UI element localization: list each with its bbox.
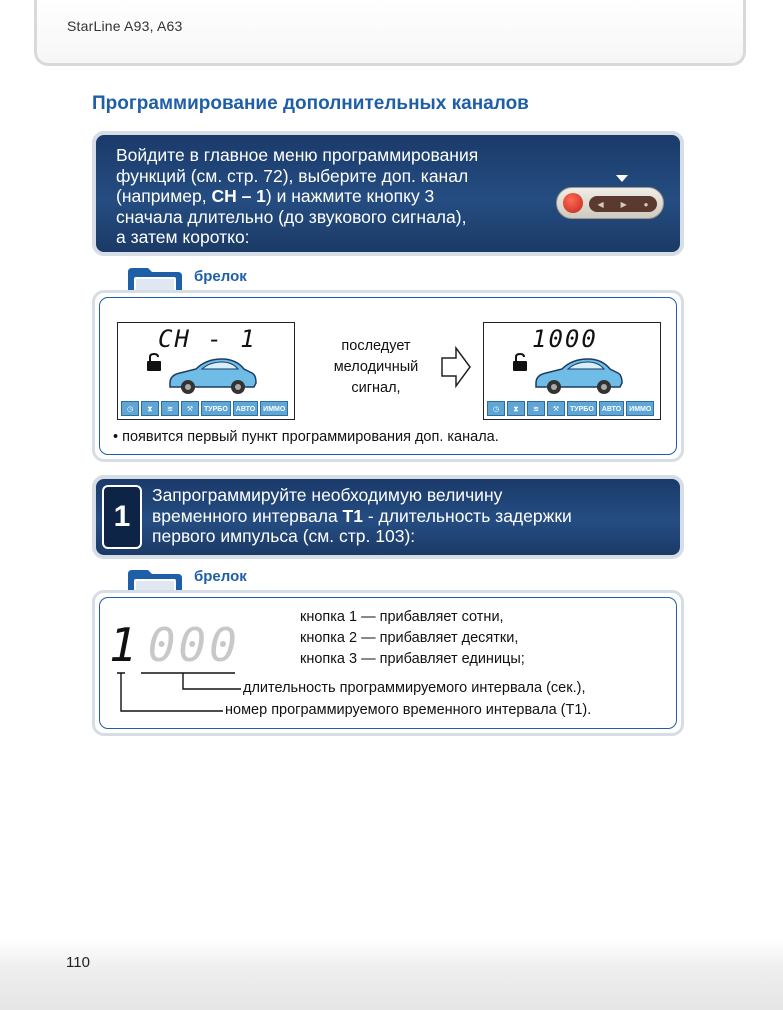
step-number-badge: 1: [102, 485, 142, 549]
page-header: StarLine A93, A63: [34, 0, 746, 66]
arrow-right-icon: [441, 346, 471, 388]
unlock-icon: [147, 353, 161, 371]
clock-icon: ◷: [487, 401, 505, 416]
result-note: • появится первый пункт программирования…: [113, 429, 499, 445]
key-fob-button-icon: ◀▶●: [556, 187, 664, 219]
intro-line-1: Войдите в главное меню программирования: [116, 145, 479, 165]
step-1-line-1: Запрограммируйте необходимую величину: [152, 485, 503, 505]
lcd-readout-value: 1000: [532, 325, 598, 353]
engine-icon: ≋: [161, 401, 179, 416]
hourglass-icon: ⧗: [507, 401, 525, 416]
unlock-icon: [513, 353, 527, 371]
intro-line-5: а затем коротко:: [116, 227, 250, 247]
key-1-assignment: кнопка 1 — прибавляет сотни,: [300, 609, 504, 625]
legend-interval-number: номер программируемого временного интерв…: [225, 702, 592, 718]
immo-icon: ИММО: [626, 401, 655, 416]
key-3-assignment: кнопка 3 — прибавляет единицы;: [300, 651, 525, 667]
legend-duration: длительность программируемого интервала …: [243, 680, 586, 696]
page-title: Программирование дополнительных каналов: [92, 93, 529, 114]
fob-label: брелок: [194, 568, 247, 585]
panel-border: [99, 597, 677, 729]
step-1-instruction-text: Запрограммируйте необходимую величину вр…: [152, 485, 642, 547]
fob-label: брелок: [194, 268, 247, 285]
red-button-icon: [563, 193, 583, 213]
car-icon: [169, 358, 257, 394]
note-line-3: сигнал,: [351, 380, 401, 396]
note-line-1: последует: [341, 338, 411, 354]
legend-leader-lines: [117, 672, 241, 712]
document-title: StarLine A93, A63: [67, 18, 183, 34]
button-pad-icon: ◀▶●: [589, 196, 657, 212]
panel-border: [99, 297, 677, 455]
hourglass-icon: ⧗: [141, 401, 159, 416]
lcd-display-right: 1000 ◷ ⧗ ≋ ⚒ ТУРБО АВТО ИММО: [483, 322, 661, 420]
lcd-display-left: CH - 1 ◷ ⧗ ≋ ⚒ ТУРБО АВТО ИММО: [117, 322, 295, 420]
note-line-2: мелодичный: [333, 359, 419, 375]
auto-icon: АВТО: [232, 401, 259, 416]
intro-instruction-box: Войдите в главное меню программирования …: [92, 131, 684, 256]
melody-note: последует мелодичный сигнал,: [320, 336, 432, 399]
interval-duration-digits: 000: [147, 618, 240, 672]
lcd-icon-row: ◷ ⧗ ≋ ⚒ ТУРБО АВТО ИММО: [487, 401, 655, 416]
wrench-icon: ⚒: [181, 401, 199, 416]
car-icon: [535, 358, 623, 394]
lcd-icon-row: ◷ ⧗ ≋ ⚒ ТУРБО АВТО ИММО: [121, 401, 289, 416]
intro-line-4: сначала длительно (до звукового сигнала)…: [116, 206, 467, 227]
step-1-line-2: временного интервала T1 - длительность з…: [152, 505, 572, 526]
step-1-line-3: первого импульса (см. стр. 103):: [152, 526, 416, 546]
key-assignments: кнопка 1 — прибавляет сотни, кнопка 2 — …: [300, 607, 525, 670]
fob-display-panel-1: CH - 1 ◷ ⧗ ≋ ⚒ ТУРБО АВТО ИММО последует…: [92, 290, 684, 462]
page-footer: 110: [0, 940, 783, 1010]
auto-icon: АВТО: [598, 401, 625, 416]
turbo-icon: ТУРБО: [201, 401, 231, 416]
key-2-assignment: кнопка 2 — прибавляет десятки,: [300, 630, 519, 646]
wrench-icon: ⚒: [547, 401, 565, 416]
immo-icon: ИММО: [260, 401, 289, 416]
engine-icon: ≋: [527, 401, 545, 416]
interval-number-digit: 1: [109, 618, 140, 672]
intro-instruction-text: Войдите в главное меню программирования …: [116, 145, 536, 248]
clock-icon: ◷: [121, 401, 139, 416]
intro-line-2: функций (см. стр. 72), выберите доп. кан…: [116, 165, 469, 186]
turbo-icon: ТУРБО: [567, 401, 597, 416]
step-1-instruction-box: 1 Запрограммируйте необходимую величину …: [92, 475, 684, 559]
intro-line-3: (например, CH – 1) и нажмите кнопку 3: [116, 186, 435, 206]
lcd-readout-ch: CH - 1: [158, 325, 257, 353]
press-indicator-icon: [616, 175, 628, 182]
page-number: 110: [66, 954, 90, 971]
